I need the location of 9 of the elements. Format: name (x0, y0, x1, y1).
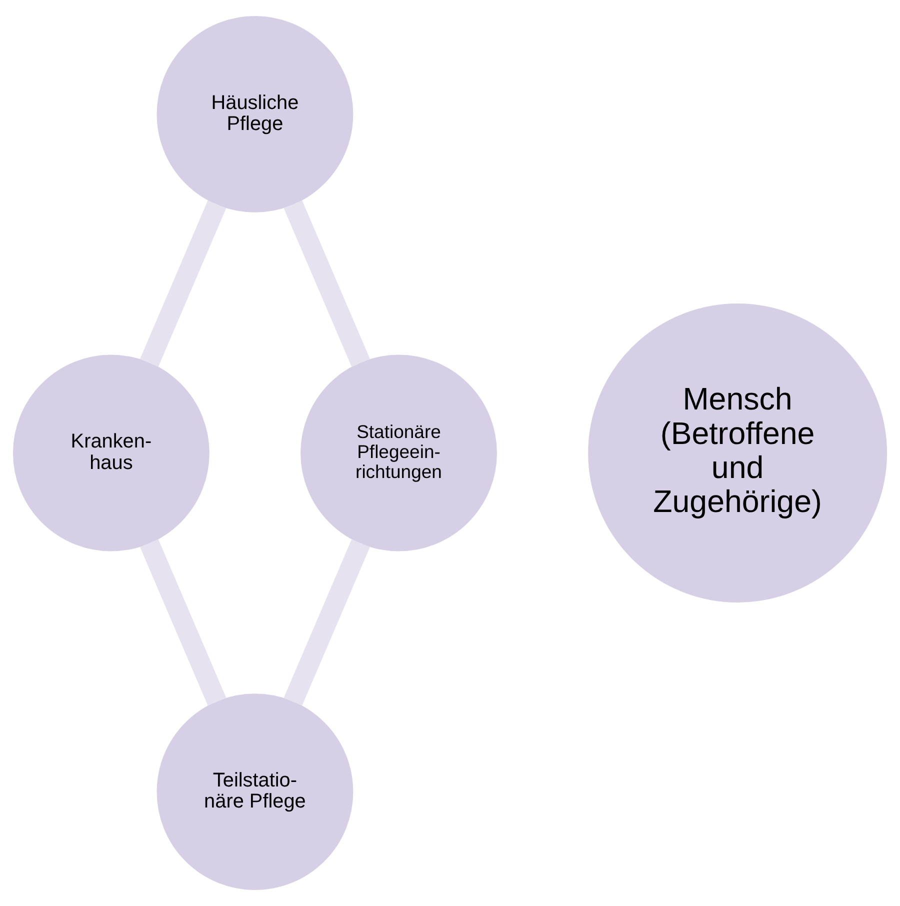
node-circle: Teilstatio- näre Pflege (156, 694, 354, 890)
connector (140, 539, 226, 706)
connector (140, 200, 226, 367)
node-circle: Stationäre Pflegeein- richtungen (300, 354, 497, 552)
connector (284, 200, 370, 367)
connector (284, 539, 370, 706)
node-circle: Kranken- haus (12, 354, 210, 552)
node-circle: Mensch (Betroffene und Zugehörige) (588, 304, 888, 602)
node-circle: Häusliche Pflege (156, 16, 354, 212)
